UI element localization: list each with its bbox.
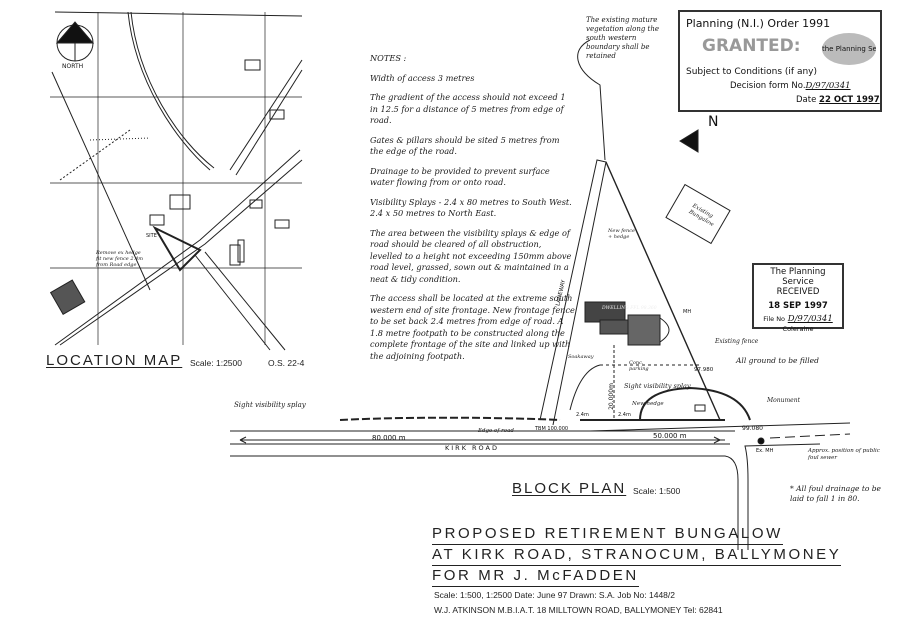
file-label: File No	[763, 315, 786, 323]
level-99080: 99.080	[742, 425, 763, 432]
kirk-road-label: KIRK ROAD	[445, 444, 499, 452]
received-org: The Planning Service	[770, 267, 826, 287]
location-map-drawing	[49, 11, 303, 351]
note-item: Width of access 3 metres	[370, 72, 475, 83]
tree-note: The existing mature vegetation along the…	[586, 16, 660, 60]
os-reference: O.S. 22-4	[268, 358, 305, 368]
location-map-scale: Scale: 1:2500	[190, 358, 242, 368]
file-number: D/97/0341	[787, 314, 833, 324]
architect-details: W.J. ATKINSON M.B.I.A.T. 18 MILLTOWN ROA…	[434, 605, 723, 615]
stamp-status: GRANTED:	[702, 36, 801, 56]
received-file: File No D/97/0341	[754, 314, 842, 324]
edge-of-road-label: Edge of road	[478, 428, 514, 434]
received-stamp: The Planning Service RECEIVED 18 SEP 199…	[752, 263, 844, 333]
received-office: Coleraine	[782, 325, 814, 333]
sewer-note: Approx. position of public foul sewer	[808, 448, 880, 461]
site-label: SITE	[146, 233, 157, 239]
dimension-80m: 80.000 m	[372, 434, 406, 442]
parking-label: Conc. parking	[629, 360, 649, 372]
notes-heading: NOTES :	[370, 53, 407, 63]
existing-fence-label: Existing fence	[715, 338, 759, 345]
decision-date: Date 22 OCT 1997	[796, 95, 880, 105]
dimension-2-4m-right: 2.4m	[618, 412, 631, 418]
location-map-caption: LOCATION MAP	[46, 352, 183, 369]
title-line-2: AT KIRK ROAD, STRANOCUM, BALLYMONEY	[432, 545, 842, 566]
drainage-note: * All foul drainage to be laid to fall 1…	[790, 484, 881, 503]
stamp-conditions: Subject to Conditions (if any)	[686, 67, 817, 77]
title-line-1: PROPOSED RETIREMENT BUNGALOW	[432, 524, 783, 545]
note-item: The area between the visibility splays &…	[370, 227, 572, 284]
new-hedge-label: New hedge	[632, 401, 664, 407]
existing-manhole-label: Ex. MH	[756, 448, 774, 454]
block-plan-north-arrow-icon	[679, 129, 699, 153]
new-fence-label: New fence + hedge	[608, 228, 635, 240]
note-item: Gates & pillars should be sited 5 metres…	[370, 134, 560, 157]
level-9798: 97.980	[694, 367, 714, 373]
dwelling-label: DWELLING FFL 98.360	[602, 306, 657, 311]
all-ground-filled-label: All ground to be filled	[736, 356, 819, 365]
sight-splay-right-label: Sight visibility splay	[624, 382, 691, 390]
site-note: Remove ex hedge fit new fence 2.4m from …	[96, 250, 144, 268]
note-item: Visibility Splays - 2.4 x 80 metres to S…	[370, 196, 572, 219]
stamp-order: Planning (N.I.) Order 1991	[686, 17, 831, 30]
date-label: Date	[796, 95, 817, 105]
block-plan-drawing	[230, 159, 851, 550]
sight-splay-left-label: Sight visibility splay	[234, 401, 306, 409]
decision-form: Decision form No.D/97/0341	[730, 81, 851, 91]
monument-label: Monument	[767, 397, 800, 404]
dimension-2-4m-left: 2.4m	[576, 412, 589, 418]
title-line-3: FOR MR J. McFADDEN	[432, 566, 639, 587]
received-status: RECEIVED	[776, 287, 820, 297]
dimension-50m: 50.000 m	[653, 432, 687, 440]
title-block: PROPOSED RETIREMENT BUNGALOW AT KIRK ROA…	[432, 524, 842, 587]
note-item: The access shall be located at the extre…	[370, 293, 575, 361]
received-date: 18 SEP 1997	[768, 301, 828, 311]
decision-number: D/97/0341	[805, 81, 851, 91]
north-arrow-icon	[55, 21, 95, 62]
notes-section: NOTES : Width of access 3 metres The gra…	[370, 53, 575, 370]
drawing-details: Scale: 1:500, 1:2500 Date: June 97 Drawn…	[434, 590, 675, 600]
decision-label: Decision form No.	[730, 81, 806, 91]
planning-service-logo: the Planning Service	[822, 33, 876, 65]
soakaway-label: Soakaway	[568, 354, 594, 360]
note-item: The gradient of the access should not ex…	[370, 92, 566, 125]
leader-line	[577, 39, 606, 161]
note-item: Drainage to be provided to prevent surfa…	[370, 165, 550, 188]
block-plan-north-label: N	[708, 114, 719, 130]
granted-stamp: Planning (N.I.) Order 1991 GRANTED: the …	[678, 10, 882, 112]
north-label: NORTH	[62, 63, 84, 70]
block-plan-scale: Scale: 1:500	[633, 486, 681, 496]
tbm-label: TBM 100.000	[535, 426, 569, 432]
manhole-label: MH	[683, 309, 692, 315]
dimension-20m: 20.000m	[607, 383, 615, 410]
block-plan-caption: BLOCK PLAN	[512, 480, 627, 497]
date-value: 22 OCT 1997	[819, 95, 880, 105]
